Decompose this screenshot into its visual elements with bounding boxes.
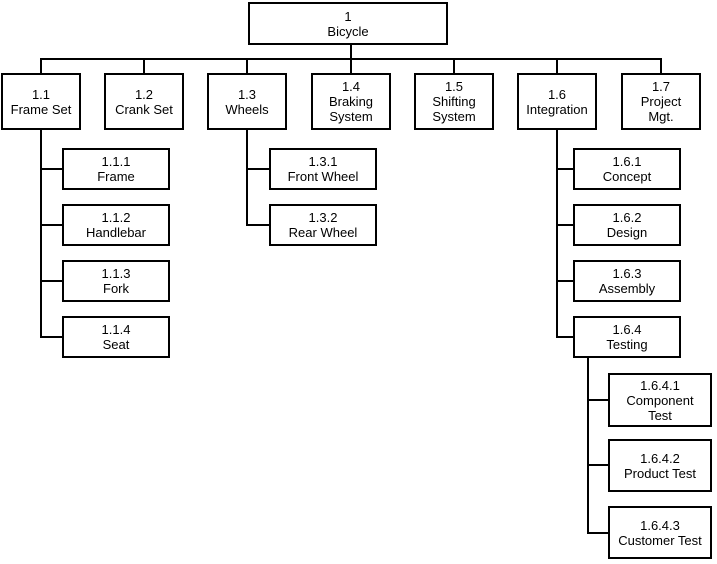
connector-branch-1-6-1 [556,168,575,170]
wbs-node-1-6-4-2: 1.6.4.2 Product Test [608,439,712,492]
connector-branch-1-1-4 [40,336,64,338]
node-name: Component Test [626,392,694,423]
wbs-node-1-3: 1.3 Wheels [207,73,287,130]
wbs-node-1-6-4-1: 1.6.4.1 Component Test [608,373,712,427]
connector-branch-1-6-4-2 [587,464,610,466]
node-name: Frame Set [10,101,72,117]
node-code: 1.6.4.1 [640,377,680,393]
connector-stub-1-6 [556,58,558,74]
wbs-node-1-5: 1.5 Shifting System [414,73,494,130]
connector-stub-1-1 [40,58,42,74]
node-code: 1.6.3 [612,266,642,281]
connector-trunk-1-6-4 [587,358,589,534]
connector-branch-1-1-3 [40,280,64,282]
connector-stub-1-5 [453,58,455,74]
connector-branch-1-1-1 [40,168,64,170]
node-name: Front Wheel [287,169,359,184]
wbs-node-1-3-1: 1.3.1 Front Wheel [269,148,377,190]
node-name: Product Test [623,465,697,481]
node-name: Seat [102,337,130,352]
node-name: Braking System [328,94,374,124]
wbs-node-1-6-3: 1.6.3 Assembly [573,260,681,302]
wbs-node-1-2: 1.2 Crank Set [104,73,184,130]
node-name: Project Mgt. [640,94,682,124]
node-code: 1.3 [237,86,257,102]
connector-stub-1-3 [246,58,248,74]
node-code: 1.6.2 [612,210,642,225]
connector-trunk-1-1 [40,130,42,338]
wbs-node-1-4: 1.4 Braking System [311,73,391,130]
connector-branch-1-1-2 [40,224,64,226]
connector-trunk-1-6 [556,130,558,338]
node-name: Customer Test [618,532,702,548]
wbs-node-1: 1 Bicycle [248,2,448,45]
wbs-node-1-3-2: 1.3.2 Rear Wheel [269,204,377,246]
node-name: Design [606,225,648,240]
connector-stub-1-2 [143,58,145,74]
wbs-node-1-1-1: 1.1.1 Frame [62,148,170,190]
node-code: 1.5 [444,79,464,94]
wbs-node-1-1: 1.1 Frame Set [1,73,81,130]
node-name: Handlebar [86,225,146,240]
node-code: 1.3.2 [308,210,338,225]
wbs-node-1-6: 1.6 Integration [517,73,597,130]
node-name: Bicycle [327,23,369,39]
connector-branch-1-6-2 [556,224,575,226]
node-code: 1.7 [651,79,671,94]
node-code: 1.6.4.2 [640,450,680,466]
wbs-node-1-6-1: 1.6.1 Concept [573,148,681,190]
connector-branch-1-6-4 [556,336,575,338]
node-code: 1.3.1 [308,154,338,169]
node-name: Frame [97,169,135,184]
node-code: 1.2 [134,86,154,102]
wbs-node-1-6-4: 1.6.4 Testing [573,316,681,358]
node-name: Concept [602,169,652,184]
node-code: 1.1 [31,86,51,102]
node-name: Testing [606,337,648,352]
connector-stub-1-7 [660,58,662,74]
connector-branch-1-3-1 [246,168,271,170]
node-code: 1.1.4 [101,322,131,337]
node-name: Crank Set [115,101,173,117]
node-code: 1.4 [341,79,361,94]
node-code: 1.6.1 [612,154,642,169]
node-code: 1.6.4.3 [640,517,680,533]
node-code: 1.1.1 [101,154,131,169]
connector-stub-1-4 [350,58,352,74]
connector-trunk-1-3 [246,130,248,226]
wbs-node-1-6-4-3: 1.6.4.3 Customer Test [608,506,712,559]
connector-branch-1-6-4-1 [587,399,610,401]
node-name: Integration [526,101,588,117]
connector-root-drop [350,44,352,59]
node-code: 1.6.4 [612,322,642,337]
node-code: 1.1.2 [101,210,131,225]
node-name: Rear Wheel [288,225,358,240]
node-name: Wheels [225,101,269,117]
connector-branch-1-6-3 [556,280,575,282]
node-name: Assembly [598,281,656,296]
connector-branch-1-6-4-3 [587,532,610,534]
wbs-node-1-1-2: 1.1.2 Handlebar [62,204,170,246]
node-code: 1 [344,8,352,24]
node-code: 1.6 [547,86,567,102]
node-name: Fork [103,281,129,296]
node-code: 1.1.3 [101,266,131,281]
wbs-node-1-7: 1.7 Project Mgt. [621,73,701,130]
wbs-node-1-6-2: 1.6.2 Design [573,204,681,246]
node-name: Shifting System [432,94,476,124]
wbs-node-1-1-3: 1.1.3 Fork [62,260,170,302]
wbs-node-1-1-4: 1.1.4 Seat [62,316,170,358]
connector-branch-1-3-2 [246,224,271,226]
